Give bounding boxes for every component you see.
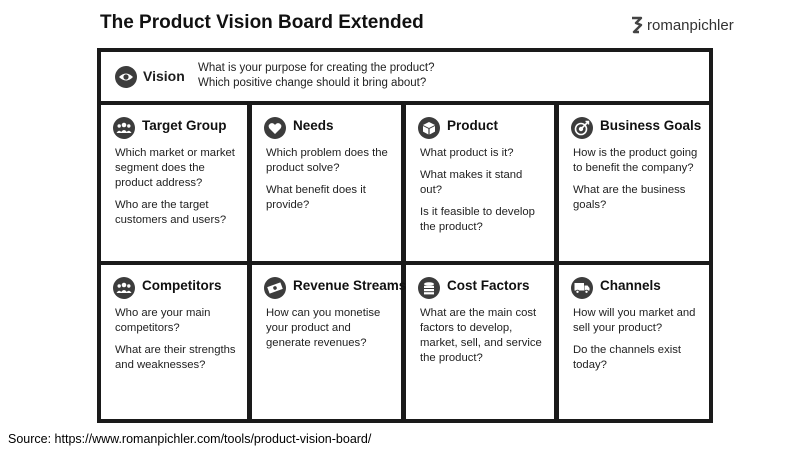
section-competitors: Competitors Who are your main competitor… <box>101 265 247 419</box>
section-label: Business Goals <box>600 118 702 133</box>
question: Who are the target customers and users? <box>115 199 227 226</box>
section-channels: Channels How will you market and sell yo… <box>559 265 709 419</box>
question: What are the business goals? <box>573 184 686 211</box>
section-label: Cost Factors <box>447 278 530 293</box>
question: What are their strengths and weaknesses? <box>115 344 236 371</box>
section-questions: How can you monetise your product and ge… <box>266 306 393 358</box>
section-label: Competitors <box>142 278 222 293</box>
question: Do the channels exist today? <box>573 344 682 371</box>
box-icon <box>418 117 440 139</box>
section-questions: How is the product going to benefit the … <box>573 146 701 220</box>
section-cost-factors: Cost Factors What are the main cost fact… <box>406 265 554 419</box>
section-target-group: Target Group Which market or market segm… <box>101 105 247 261</box>
target-icon <box>571 117 593 139</box>
section-questions: Which problem does the product solve? Wh… <box>266 146 393 220</box>
source-caption: Source: https://www.romanpichler.com/too… <box>8 432 372 446</box>
vision-label: Vision <box>143 68 185 84</box>
section-questions: Which market or market segment does the … <box>115 146 239 235</box>
section-product: Product What product is it? What makes i… <box>406 105 554 261</box>
question: What benefit does it provide? <box>266 184 366 211</box>
money-icon <box>264 277 286 299</box>
question: Is it feasible to develop the product? <box>420 206 535 233</box>
section-questions: What product is it? What makes it stand … <box>420 146 546 242</box>
question: What makes it stand out? <box>420 169 523 196</box>
truck-icon <box>571 277 593 299</box>
vision-row: Vision What is your purpose for creating… <box>101 52 709 101</box>
brand-logo: romanpichler <box>630 16 734 34</box>
coins-icon <box>418 277 440 299</box>
eye-icon <box>115 66 137 88</box>
section-business-goals: Business Goals How is the product going … <box>559 105 709 261</box>
section-questions: What are the main cost factors to develo… <box>420 306 546 373</box>
question: How can you monetise your product and ge… <box>266 307 381 349</box>
heart-icon <box>264 117 286 139</box>
section-questions: How will you market and sell your produc… <box>573 306 701 380</box>
section-questions: Who are your main competitors? What are … <box>115 306 239 380</box>
people-icon <box>113 277 135 299</box>
page-title: The Product Vision Board Extended <box>100 12 424 33</box>
question: Which problem does the product solve? <box>266 147 388 174</box>
people-icon <box>113 117 135 139</box>
vision-question: Which positive change should it bring ab… <box>198 77 427 89</box>
section-label: Target Group <box>142 118 227 133</box>
question: Which market or market segment does the … <box>115 147 235 189</box>
section-needs: Needs Which problem does the product sol… <box>252 105 401 261</box>
vision-questions: What is your purpose for creating the pr… <box>198 61 435 91</box>
section-label: Needs <box>293 118 334 133</box>
section-label: Product <box>447 118 499 133</box>
question: What product is it? <box>420 147 514 159</box>
brand-logo-icon <box>632 16 643 34</box>
question: How is the product going to benefit the … <box>573 147 698 174</box>
section-label: Channels <box>600 278 661 293</box>
vision-board: Vision What is your purpose for creating… <box>97 48 713 423</box>
brand-name: romanpichler <box>647 16 734 34</box>
section-label: Revenue Streams <box>293 278 407 293</box>
question: What are the main cost factors to develo… <box>420 307 542 364</box>
vision-question: What is your purpose for creating the pr… <box>198 62 435 74</box>
section-revenue-streams: Revenue Streams How can you monetise you… <box>252 265 406 419</box>
question: How will you market and sell your produc… <box>573 307 696 334</box>
question: Who are your main competitors? <box>115 307 211 334</box>
